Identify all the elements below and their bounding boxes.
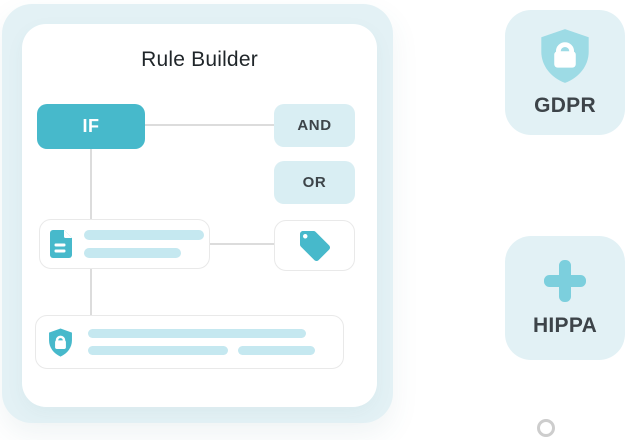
or-button[interactable]: OR — [274, 161, 355, 204]
page-title: Rule Builder — [141, 48, 258, 71]
placeholder-bar-row — [88, 346, 315, 355]
placeholder-bar — [88, 346, 228, 355]
document-icon — [50, 230, 72, 258]
hippa-label: HIPPA — [532, 314, 598, 337]
connector-if-and — [145, 124, 274, 126]
connector-condition-rule — [90, 269, 92, 315]
placeholder-bar — [84, 248, 181, 258]
condition-placeholder-text — [84, 230, 204, 258]
gdpr-badge-card[interactable]: GDPR — [505, 10, 625, 135]
compliance-rule-card[interactable] — [35, 315, 344, 369]
placeholder-bar — [84, 230, 204, 240]
connector-if-condition — [90, 149, 92, 219]
tag-card[interactable] — [274, 220, 355, 271]
if-button[interactable]: IF — [37, 104, 145, 149]
placeholder-bar — [238, 346, 315, 355]
ring-decoration — [537, 419, 555, 437]
tag-icon — [299, 230, 330, 261]
gdpr-label: GDPR — [534, 93, 596, 117]
rule-builder-panel: Rule Builder IF AND OR — [2, 4, 393, 423]
shield-lock-icon — [49, 327, 72, 357]
connector-condition-tag — [210, 243, 274, 245]
hippa-badge-card[interactable]: HIPPA — [505, 236, 625, 360]
rule-placeholder-text — [88, 329, 315, 355]
placeholder-bar — [88, 329, 306, 338]
plus-icon — [544, 260, 586, 302]
shield-lock-icon — [541, 28, 589, 83]
document-condition-card[interactable] — [39, 219, 210, 269]
and-button[interactable]: AND — [274, 104, 355, 147]
